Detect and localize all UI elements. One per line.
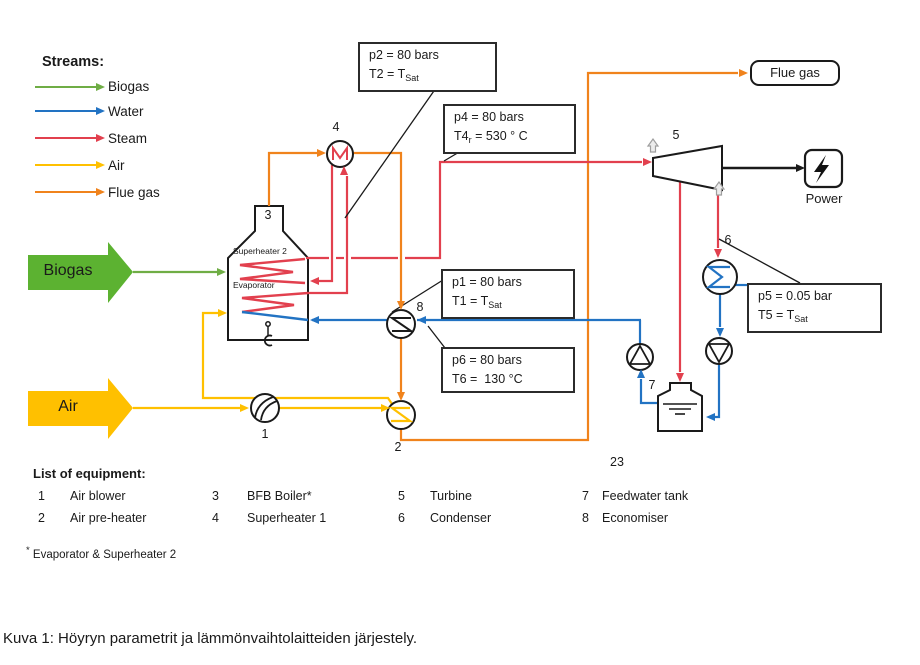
p4-line2: T4r = 530 ° C	[454, 129, 528, 145]
air-input-label: Air	[58, 398, 78, 415]
eq-name-5: Turbine	[430, 489, 472, 503]
p1-line2: T1 = TSat	[452, 294, 502, 310]
boiler-number: 3	[264, 208, 272, 222]
biogas-input-arrow	[28, 242, 133, 303]
eq-name-1: Air blower	[70, 489, 126, 503]
legend-biogas-arrow	[96, 83, 105, 91]
p5-line2: T5 = TSat	[758, 308, 808, 324]
arrowheads	[217, 69, 805, 421]
tank-water-level-lines	[663, 403, 697, 415]
eq-name-8: Economiser	[602, 511, 668, 525]
legend-arrows	[35, 83, 105, 196]
flue-gas-outlet-box: Flue gas	[750, 60, 840, 86]
air-blower-symbol	[250, 393, 280, 423]
legend-item-water: Water	[108, 104, 144, 119]
p6-parameter-box: p6 = 80 bars T6 = 130 °C	[441, 347, 575, 393]
eq-num-6: 6	[398, 511, 405, 525]
turbine-gray-arrow-bottom	[712, 180, 726, 196]
eq-name-2: Air pre-heater	[70, 511, 147, 525]
condenser-number: 6	[724, 233, 732, 247]
p6-line2: T6 = 130 °C	[452, 372, 523, 386]
lightning-bolt-icon	[814, 155, 829, 183]
eq-name-4: Superheater 1	[247, 511, 327, 525]
p5-parameter-box: p5 = 0.05 bar T5 = TSat	[747, 283, 882, 333]
evaporator-coil	[241, 291, 309, 314]
eq-num-8: 8	[582, 511, 589, 525]
flue-gas-lines	[267, 71, 738, 442]
steam-lines	[306, 160, 720, 372]
p6-line1: p6 = 80 bars	[452, 353, 522, 367]
turbine-gray-arrow-top	[646, 137, 660, 153]
condenser-symbol	[702, 259, 738, 295]
power-label: Power	[805, 191, 843, 206]
p1-line1: p1 = 80 bars	[452, 275, 522, 289]
superheater2-coil	[239, 257, 306, 285]
evaporator-label: Evaporator	[233, 280, 275, 290]
page-number: 23	[610, 455, 624, 469]
water-lines	[312, 283, 747, 419]
p4-parameter-box: p4 = 80 bars T4r = 530 ° C	[443, 104, 576, 154]
legend-water-arrow	[96, 107, 105, 115]
equipment-list-title: List of equipment:	[33, 466, 146, 481]
condensate-pump-symbol	[705, 337, 733, 365]
p5-line1: p5 = 0.05 bar	[758, 289, 833, 303]
economiser-symbol	[386, 309, 416, 339]
turbine-number: 5	[672, 128, 680, 142]
turbine-symbol	[646, 137, 726, 196]
legend-steam-arrow	[96, 134, 105, 142]
p2-line1: p2 = 80 bars	[369, 48, 439, 62]
eq-num-7: 7	[582, 489, 589, 503]
p4-line1: p4 = 80 bars	[454, 110, 524, 124]
eq-num-3: 3	[212, 489, 219, 503]
feedwater-tank-symbol	[657, 382, 703, 432]
eq-name-7: Feedwater tank	[602, 489, 689, 503]
evaporator-inlet-segment	[241, 310, 309, 322]
legend-item-biogas: Biogas	[108, 79, 150, 94]
superheater1-symbol	[326, 140, 354, 168]
air-preheater-symbol	[386, 400, 416, 430]
eq-num-4: 4	[212, 511, 219, 525]
legend-title: Streams:	[42, 54, 105, 70]
legend-item-steam: Steam	[108, 131, 148, 146]
superheater1-number: 4	[332, 120, 340, 134]
p2-parameter-box: p2 = 80 bars T2 = TSat	[358, 42, 497, 92]
p2-leader	[344, 87, 437, 219]
superheater2-label: Superheater 2	[233, 246, 287, 256]
air-lines	[133, 311, 393, 410]
p6-leader	[427, 325, 446, 349]
eq-num-2: 2	[38, 511, 45, 525]
eq-num-1: 1	[38, 489, 45, 503]
boiler-drain-symbol	[264, 321, 273, 347]
legend-item-fluegas: Flue gas	[108, 185, 160, 200]
air-preheater-number: 2	[394, 440, 402, 454]
air-input-arrow	[28, 378, 133, 439]
p2-line2: T2 = TSat	[369, 67, 419, 83]
biogas-input-label: Biogas	[43, 262, 93, 279]
legend-air-arrow	[96, 161, 105, 169]
eq-name-3: BFB Boiler*	[247, 489, 312, 503]
legend-fluegas-arrow	[96, 188, 105, 196]
eq-num-5: 5	[398, 489, 405, 503]
p5-leader	[718, 238, 801, 284]
power-box	[803, 148, 844, 189]
air-blower-number: 1	[261, 427, 269, 441]
feedwater-tank-number: 7	[648, 378, 656, 392]
boiler-shape	[227, 205, 309, 347]
eq-name-6: Condenser	[430, 511, 492, 525]
figure-caption: Kuva 1: Höyryn parametrit ja lämmönvaiht…	[3, 630, 418, 647]
feedwater-pump-symbol	[626, 343, 654, 371]
legend-item-air: Air	[108, 158, 125, 173]
economiser-number: 8	[416, 300, 424, 314]
p1-parameter-box: p1 = 80 bars T1 = TSat	[441, 269, 575, 319]
footnote: * Evaporator & Superheater 2	[26, 545, 177, 561]
